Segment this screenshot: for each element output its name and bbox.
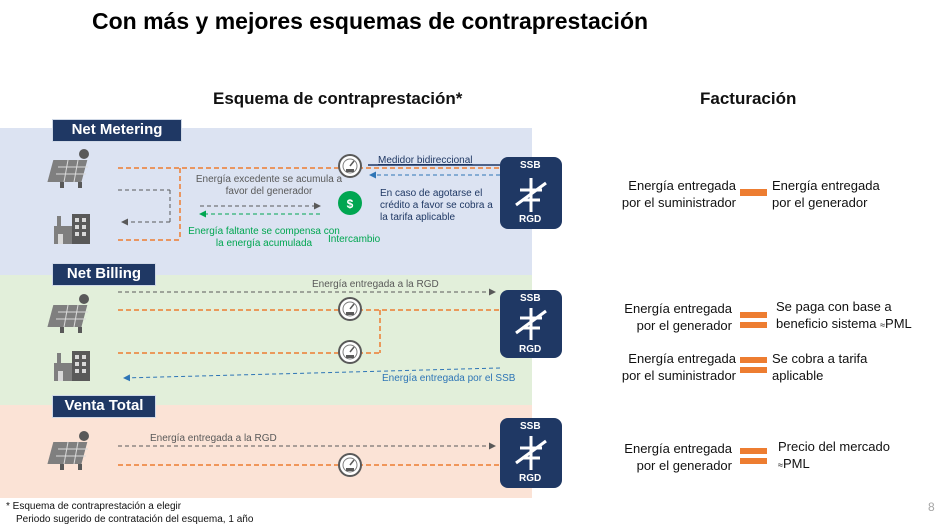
billing-nm-right: Energía entregada por el generador xyxy=(772,178,880,210)
credit-text: En caso de agotarse el crédito a favor s… xyxy=(380,188,493,223)
surplus-text: Energía excedente se acumula a favor del… xyxy=(195,174,343,197)
billing-nb1-left: Energía entregada por el generador xyxy=(624,301,732,333)
vt-to-rgd-text: Energía entregada a la RGD xyxy=(150,433,277,444)
scheme-header: Esquema de contraprestación* xyxy=(213,89,463,108)
approx-symbol: ≈ xyxy=(880,320,886,330)
billing-nb1-text: Se paga con base a beneficio sistema xyxy=(776,299,892,331)
billing-nb1-right: Se paga con base a beneficio sistema ≈PM… xyxy=(776,298,936,334)
net-billing-label: Net Billing xyxy=(52,263,156,286)
billing-vt-right: Precio del mercado ≈PML xyxy=(778,438,918,474)
minus-sign xyxy=(740,189,767,196)
ssb-label: SSB xyxy=(520,421,541,432)
billing-nm-left: Energía entregada por el suministrador xyxy=(621,178,736,210)
equals-sign xyxy=(740,448,767,464)
footnote-line-1: * Esquema de contraprestación a elegir xyxy=(6,501,182,512)
venta-total-label: Venta Total xyxy=(52,395,156,418)
equals-sign xyxy=(740,312,767,328)
footnote-line-2: Periodo sugerido de contratación del esq… xyxy=(16,514,254,525)
billing-header: Facturación xyxy=(700,89,797,108)
billing-vt-left: Energía entregada por el generador xyxy=(624,441,732,473)
pml-label: PML xyxy=(782,456,810,471)
rgd-label: RGD xyxy=(519,473,542,484)
ssb-label: SSB xyxy=(520,293,541,304)
pml-label: PML xyxy=(885,316,912,331)
rgd-label: RGD xyxy=(519,344,542,355)
exchange-label: Intercambio xyxy=(328,234,381,245)
venta-total-band xyxy=(0,405,532,498)
net-billing-band xyxy=(0,275,532,405)
page-title: Con más y mejores esquemas de contrapres… xyxy=(92,8,649,34)
svg-text:$: $ xyxy=(347,197,354,211)
net-metering-label: Net Metering xyxy=(52,119,182,142)
approx-symbol: ≈ xyxy=(778,460,783,470)
nb-from-ssb-text: Energía entregada por el SSB xyxy=(382,373,516,384)
nb-to-rgd-text: Energía entregada a la RGD xyxy=(312,279,439,290)
ssb-label: SSB xyxy=(520,160,541,171)
billing-nb2-right: Se cobra a tarifa aplicable xyxy=(772,351,868,383)
billing-vt-text: Precio del mercado xyxy=(778,439,890,454)
billing-nb2-left: Energía entregada por el suministrador xyxy=(621,351,736,383)
shortfall-text: Energía faltante se compensa con la ener… xyxy=(188,226,340,249)
equals-sign xyxy=(740,357,767,373)
page-number: 8 xyxy=(928,500,935,514)
rgd-label: RGD xyxy=(519,214,542,225)
meter-label: Medidor bidireccional xyxy=(378,155,473,166)
